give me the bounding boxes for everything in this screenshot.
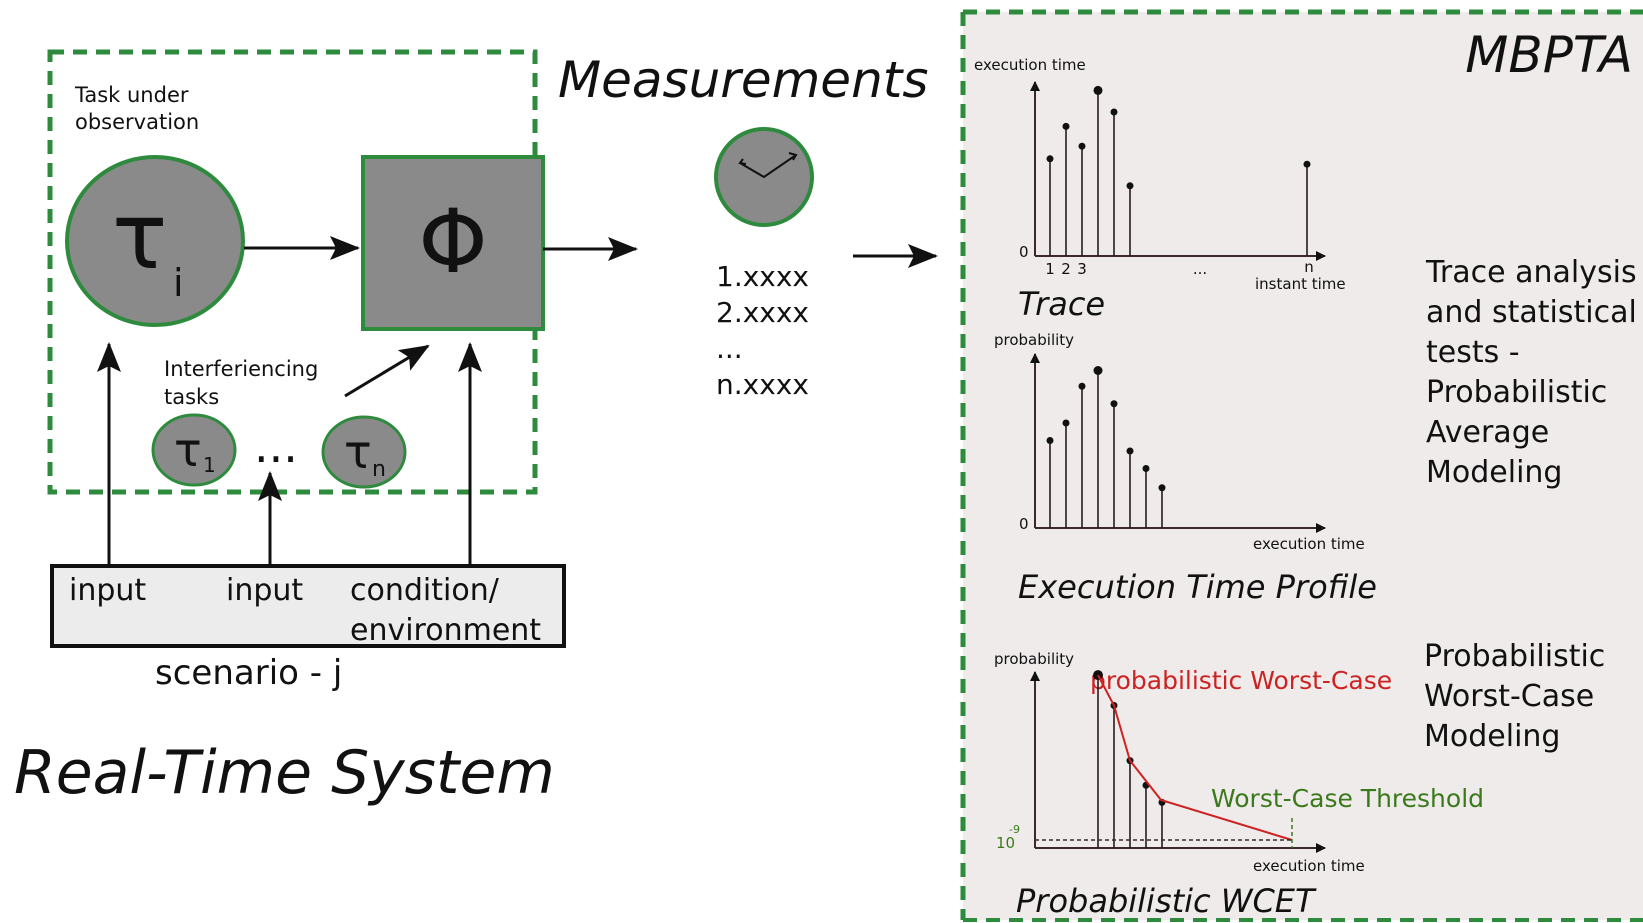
trace-point bbox=[1126, 182, 1134, 190]
task-tau-n-node bbox=[321, 415, 407, 489]
scenario-label: scenario - j bbox=[155, 653, 342, 693]
wcet-ylabel: probability bbox=[994, 650, 1074, 668]
profile-chart: probability 0 execution time bbox=[994, 331, 1365, 553]
trace-point bbox=[1093, 85, 1103, 95]
trace-marks bbox=[1046, 85, 1311, 256]
trace-caption: Trace bbox=[1018, 285, 1105, 323]
scenario-condition-line1: condition/ bbox=[350, 573, 500, 608]
trace-point bbox=[1078, 142, 1086, 150]
interf-ellipsis: ... bbox=[254, 419, 298, 473]
measurement-item-1: 1.xxxx bbox=[716, 260, 809, 293]
interf-label-line2: tasks bbox=[164, 385, 219, 409]
task-tau-1-node bbox=[151, 413, 237, 487]
mbpta-title: MBPTA bbox=[1465, 26, 1633, 84]
desc-top-line: tests - bbox=[1426, 335, 1520, 370]
profile-point bbox=[1093, 366, 1103, 375]
wcet-caption: Probabilistic WCET bbox=[1016, 882, 1317, 920]
profile-xlabel: execution time bbox=[1253, 535, 1365, 553]
desc-top-line: Trace analysis bbox=[1425, 255, 1637, 290]
profile-zero: 0 bbox=[1019, 515, 1029, 533]
profile-point bbox=[1062, 419, 1070, 427]
wcet-curve-label: probabilistic Worst-Case bbox=[1090, 666, 1392, 695]
tau-i-symbol: τ bbox=[112, 183, 167, 290]
task-label-line2: observation bbox=[75, 110, 199, 134]
wcet-exp-base: 10 bbox=[996, 834, 1015, 852]
measurement-item-n: n.xxxx bbox=[716, 368, 809, 401]
desc-bottom-line: Modeling bbox=[1424, 719, 1560, 754]
trace-xlabel: instant time bbox=[1255, 275, 1346, 293]
measurements-title: Measurements bbox=[558, 51, 928, 109]
wcet-threshold-label: Worst-Case Threshold bbox=[1211, 784, 1484, 813]
clock-hands-icon bbox=[739, 154, 797, 179]
profile-ylabel: probability bbox=[994, 331, 1074, 349]
interf-label-line1: Interferiencing bbox=[164, 357, 318, 381]
tau-i-subscript: i bbox=[173, 261, 184, 305]
trace-tick-dots: ... bbox=[1193, 260, 1207, 278]
wcet-marks bbox=[1093, 670, 1293, 848]
profile-point bbox=[1046, 437, 1054, 444]
tau-n-symbol: τ bbox=[344, 425, 372, 479]
desc-bottom-line: Worst-Case bbox=[1424, 679, 1594, 714]
phi-symbol: Φ bbox=[418, 190, 487, 293]
desc-bottom-line: Probabilistic bbox=[1424, 639, 1605, 674]
tau-1-symbol: τ bbox=[174, 423, 202, 477]
trace-ylabel: execution time bbox=[974, 56, 1086, 74]
trace-point bbox=[1303, 160, 1311, 168]
wcet-xlabel: execution time bbox=[1253, 857, 1365, 875]
tau-1-subscript: 1 bbox=[203, 453, 216, 477]
wcet-exp-power: -9 bbox=[1009, 823, 1020, 836]
desc-top-line: and statistical bbox=[1426, 295, 1637, 330]
arrow-interf-to-phi bbox=[344, 344, 430, 398]
mbpta-panel bbox=[963, 12, 1643, 920]
scenario-box bbox=[50, 564, 566, 648]
measurement-item-2: 2.xxxx bbox=[716, 296, 809, 329]
desc-top: Trace analysis and statistical tests - Prob… bbox=[1425, 255, 1637, 490]
phi-node bbox=[361, 155, 545, 331]
trace-point bbox=[1110, 108, 1118, 116]
wcet-exceedance-curve bbox=[1097, 674, 1293, 841]
trace-point bbox=[1046, 155, 1054, 163]
measurement-item-3: ... bbox=[716, 332, 743, 365]
profile-point bbox=[1110, 400, 1118, 408]
clock-hand-tip-left bbox=[738, 158, 747, 165]
profile-point bbox=[1142, 465, 1150, 472]
trace-tick-1: 1 bbox=[1045, 260, 1055, 278]
scenario-input-1: input bbox=[69, 573, 146, 608]
profile-caption: Execution Time Profile bbox=[1018, 568, 1377, 606]
profile-point bbox=[1126, 447, 1134, 455]
trace-point bbox=[1062, 122, 1070, 130]
trace-tick-3: 3 bbox=[1077, 260, 1087, 278]
profile-point bbox=[1078, 382, 1086, 390]
desc-top-line: Probabilistic bbox=[1426, 375, 1607, 410]
scenario-condition-line2: environment bbox=[350, 613, 541, 648]
task-tau-i-node bbox=[65, 155, 245, 327]
task-label-line1: Task under bbox=[74, 83, 189, 107]
trace-tick-n: n bbox=[1304, 258, 1314, 276]
task-observation-box bbox=[47, 49, 538, 495]
desc-top-line: Modeling bbox=[1426, 455, 1562, 490]
wcet-chart: probability execution time probabilistic… bbox=[994, 650, 1484, 875]
trace-tick-2: 2 bbox=[1061, 260, 1071, 278]
profile-marks bbox=[1046, 366, 1166, 528]
tau-n-subscript: n bbox=[372, 457, 386, 482]
scenario-input-2: input bbox=[226, 573, 303, 608]
trace-zero: 0 bbox=[1019, 243, 1029, 261]
trace-chart: execution time 0 1 2 3 ... n instant tim… bbox=[974, 56, 1346, 293]
profile-point bbox=[1158, 484, 1166, 492]
desc-top-line: Average bbox=[1426, 415, 1549, 450]
system-title: Real-Time System bbox=[14, 738, 555, 808]
clock-hand-tip-right bbox=[788, 152, 798, 161]
